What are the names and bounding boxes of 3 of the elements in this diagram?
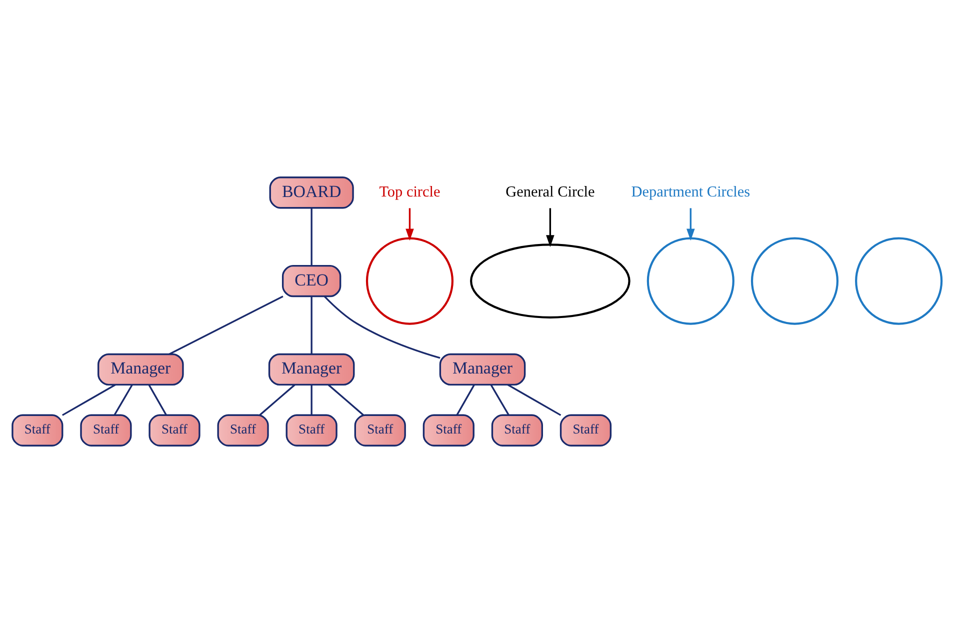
node-text: Top circle — [378, 183, 440, 200]
node-text: General Circle — [505, 183, 594, 200]
node-text: Department Circles — [630, 183, 750, 200]
